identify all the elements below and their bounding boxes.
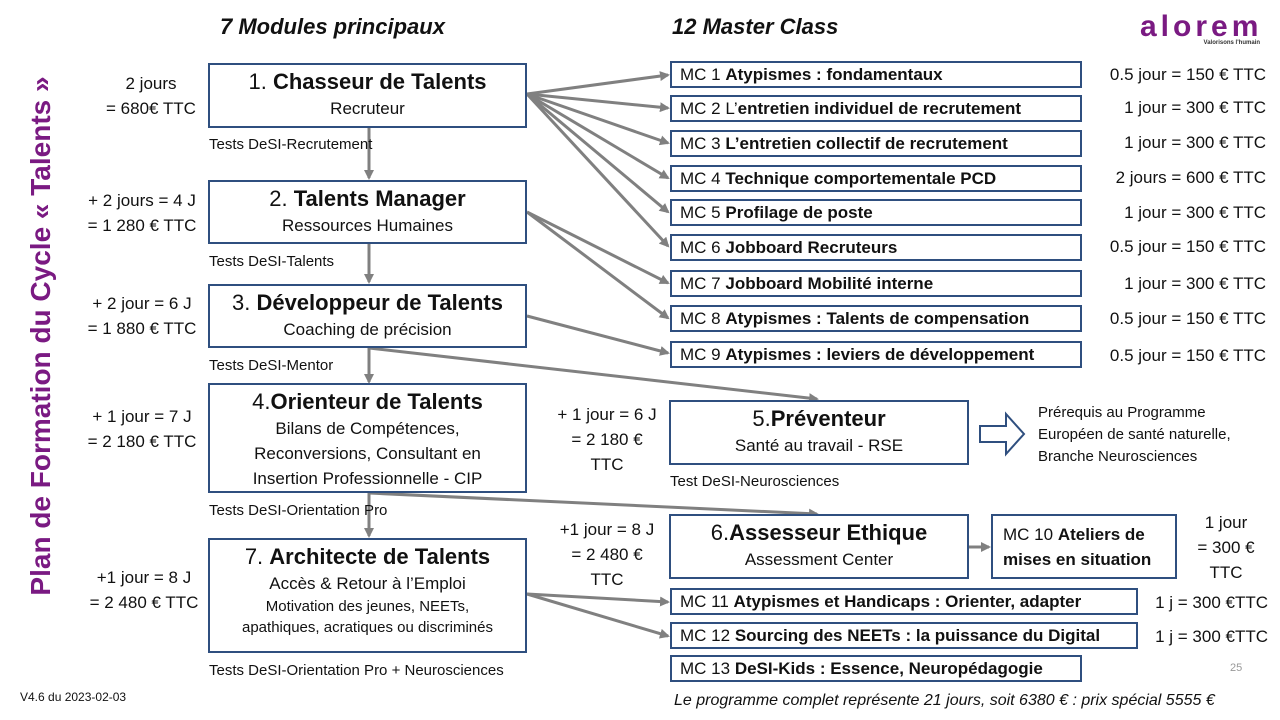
- module-5-box: 5.Préventeur Santé au travail - RSE: [669, 400, 969, 465]
- module-6-title: 6.Assesseur Ethique: [710, 520, 928, 545]
- module-1-box: 1. Chasseur de Talents Recruteur: [208, 63, 527, 128]
- module-3-test: Tests DeSI-Mentor: [209, 357, 334, 374]
- arrow-m3-mc9: [526, 314, 670, 356]
- mc-2: MC 2 L’entretien individuel de recruteme…: [670, 95, 1082, 122]
- mc-11-price: 1 j = 300 €TTC: [1155, 593, 1268, 612]
- mc-5: MC 5 Profilage de poste: [670, 199, 1082, 226]
- mc-10-price: 1 jour= 300 €TTC: [1197, 513, 1255, 582]
- module-2-cost: + 2 jours = 4 J= 1 280 € TTC: [87, 191, 197, 235]
- alorem-logo: alorem Valorisons l'humain: [1140, 12, 1268, 48]
- module-2-title: 2. Talents Manager: [269, 186, 466, 211]
- mc-8-price: 0.5 jour = 150 € TTC: [1109, 309, 1266, 328]
- module-5-subtitle: Santé au travail - RSE: [734, 436, 904, 455]
- mc-8: MC 8 Atypismes : Talents de compensation: [670, 305, 1082, 332]
- module-4-subtitle-3: Insertion Professionnelle - CIP: [252, 469, 483, 488]
- module-3-box: 3. Développeur de Talents Coaching de pr…: [208, 284, 527, 348]
- module-4-subtitle-2: Reconversions, Consultant en: [254, 444, 481, 463]
- module-7-subtitle-1: Accès & Retour à l’Emploi: [269, 574, 466, 593]
- arrow-m2-mc7: [526, 210, 670, 285]
- module-7-subtitle-3: apathiques, acratiques ou discriminés: [242, 619, 493, 636]
- module-7-box: 7. Architecte de Talents Accès & Retour …: [208, 538, 527, 653]
- prerequis-arrow-icon: [979, 411, 1026, 457]
- mc-13: MC 13 DeSI-Kids : Essence, Neuropédagogi…: [670, 655, 1082, 682]
- mc-12-price: 1 j = 300 €TTC: [1155, 627, 1268, 646]
- module-1-subtitle: Recruteur: [330, 99, 405, 118]
- mc-9-price: 0.5 jour = 150 € TTC: [1109, 346, 1266, 365]
- arrow-m1-mc3: [526, 92, 670, 146]
- mc-5-price: 1 jour = 300 € TTC: [1124, 203, 1266, 222]
- page-number: 25: [1230, 662, 1243, 674]
- mc-1: MC 1 Atypismes : fondamentaux: [670, 61, 1082, 88]
- arrow-m1-mc5: [526, 92, 670, 214]
- arrow-m2-mc8: [526, 210, 670, 320]
- module-7-test: Tests DeSI-Orientation Pro + Neuroscienc…: [209, 662, 504, 679]
- module-5-title: 5.Préventeur: [752, 406, 886, 431]
- mc-9: MC 9 Atypismes : leviers de développemen…: [670, 341, 1082, 368]
- arrow-m7-mc12: [526, 592, 670, 639]
- mc-11: MC 11 Atypismes et Handicaps : Orienter,…: [670, 588, 1138, 615]
- mc-6-price: 0.5 jour = 150 € TTC: [1109, 237, 1266, 256]
- module-3-title: 3. Développeur de Talents: [231, 290, 503, 315]
- logo-word: alorem: [1140, 10, 1263, 43]
- program-total: Le programme complet représente 21 jours…: [674, 692, 1215, 709]
- module-4-test: Tests DeSI-Orientation Pro: [209, 502, 388, 519]
- mc-1-price: 0.5 jour = 150 € TTC: [1109, 65, 1266, 84]
- version-label: V4.6 du 2023-02-03: [20, 690, 127, 704]
- mc-6: MC 6 Jobboard Recruteurs: [670, 234, 1082, 261]
- module-6-cost: +1 jour = 8 J= 2 480 €TTC: [559, 520, 655, 589]
- module-1-title: 1. Chasseur de Talents: [248, 69, 487, 94]
- mc-3-price: 1 jour = 300 € TTC: [1124, 133, 1266, 152]
- module-7-cost: +1 jour = 8 J= 2 480 € TTC: [89, 568, 199, 612]
- arrow-m1-mc6: [525, 92, 670, 248]
- arrow-m4-m6: [368, 491, 819, 519]
- module-4-title: 4.Orienteur de Talents: [252, 389, 483, 414]
- module-1-cost: 2 jours= 680€ TTC: [106, 74, 196, 118]
- module-1-test: Tests DeSI-Recrutement: [209, 136, 373, 153]
- mc-4: MC 4 Technique comportementale PCD: [670, 165, 1082, 192]
- module-3-subtitle: Coaching de précision: [283, 320, 452, 339]
- mc-7: MC 7 Jobboard Mobilité interne: [670, 270, 1082, 297]
- module-6-box: 6.Assesseur Ethique Assessment Center: [669, 514, 969, 579]
- mc-3: MC 3 L’entretien collectif de recrutemen…: [670, 130, 1082, 157]
- module-6-subtitle: Assessment Center: [744, 550, 894, 569]
- module-3-cost: + 2 jour = 6 J= 1 880 € TTC: [87, 294, 197, 338]
- mc-7-price: 1 jour = 300 € TTC: [1124, 274, 1266, 293]
- arrow-m3-m5: [368, 346, 819, 404]
- module-5-test: Test DeSI-Neurosciences: [670, 473, 840, 490]
- module-2-box: 2. Talents Manager Ressources Humaines: [208, 180, 527, 244]
- mc-4-price: 2 jours = 600 € TTC: [1115, 168, 1266, 187]
- arrow-m1-mc2: [526, 92, 670, 113]
- module-7-title: 7. Architecte de Talents: [244, 544, 491, 569]
- masterclass-header: 12 Master Class: [672, 14, 839, 39]
- module-4-cost: + 1 jour = 7 J= 2 180 € TTC: [87, 407, 197, 451]
- arrow-m7-mc11: [526, 592, 670, 607]
- mc-12: MC 12 Sourcing des NEETs : la puissance …: [670, 622, 1138, 649]
- arrow-m1-mc1: [526, 71, 670, 96]
- module-5-cost: + 1 jour = 6 J= 2 180 €TTC: [557, 405, 657, 474]
- modules-header: 7 Modules principaux: [220, 14, 445, 39]
- arrow-m1-mc4: [526, 92, 670, 180]
- module-2-subtitle: Ressources Humaines: [281, 216, 453, 235]
- logo-tagline: Valorisons l'humain: [1203, 40, 1260, 46]
- module-4-box: 4.Orienteur de Talents Bilans de Compéte…: [208, 383, 527, 493]
- mc-2-price: 1 jour = 300 € TTC: [1124, 98, 1266, 117]
- module-4-subtitle-1: Bilans de Compétences,: [275, 419, 460, 438]
- module-2-test: Tests DeSI-Talents: [209, 253, 335, 270]
- module-7-subtitle-2: Motivation des jeunes, NEETs,: [265, 598, 470, 615]
